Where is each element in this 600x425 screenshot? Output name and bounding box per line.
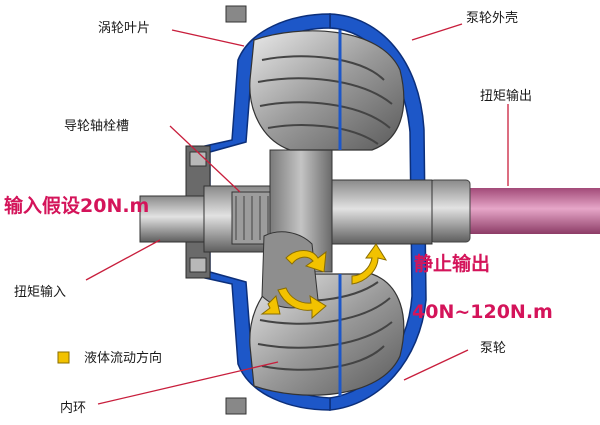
legend-yellow-square-icon [57,351,70,364]
upper-turbine-blades [249,30,405,151]
label-torque-output: 扭矩输出 [480,88,532,104]
legend-fluid-flow-label: 液体流动方向 [84,350,162,366]
label-turbine-blade: 涡轮叶片 [98,21,150,36]
label-pump-housing: 泵轮外壳 [466,11,518,26]
annotation-output-range: 40N~120N.m [412,301,553,323]
label-pump-wheel: 泵轮 [480,341,506,356]
fluid-flow-arrows [260,243,388,320]
label-stator-shaft-groove: 导轮轴栓槽 [64,119,129,134]
flow-arrow-1 [285,250,327,273]
output-shaft [429,179,600,243]
leader-lines [85,23,509,405]
flow-arrow-3 [277,287,327,320]
annotation-input-assumption: 输入假设20N.m [4,194,149,217]
output-coupling [331,179,433,245]
flow-arrow-2 [351,243,388,285]
label-torque-input: 扭矩输入 [14,284,66,300]
flow-arrow-4 [260,295,281,315]
label-inner-ring: 内环 [60,400,86,416]
annotation-stall-output: 静止输出 [414,252,490,275]
